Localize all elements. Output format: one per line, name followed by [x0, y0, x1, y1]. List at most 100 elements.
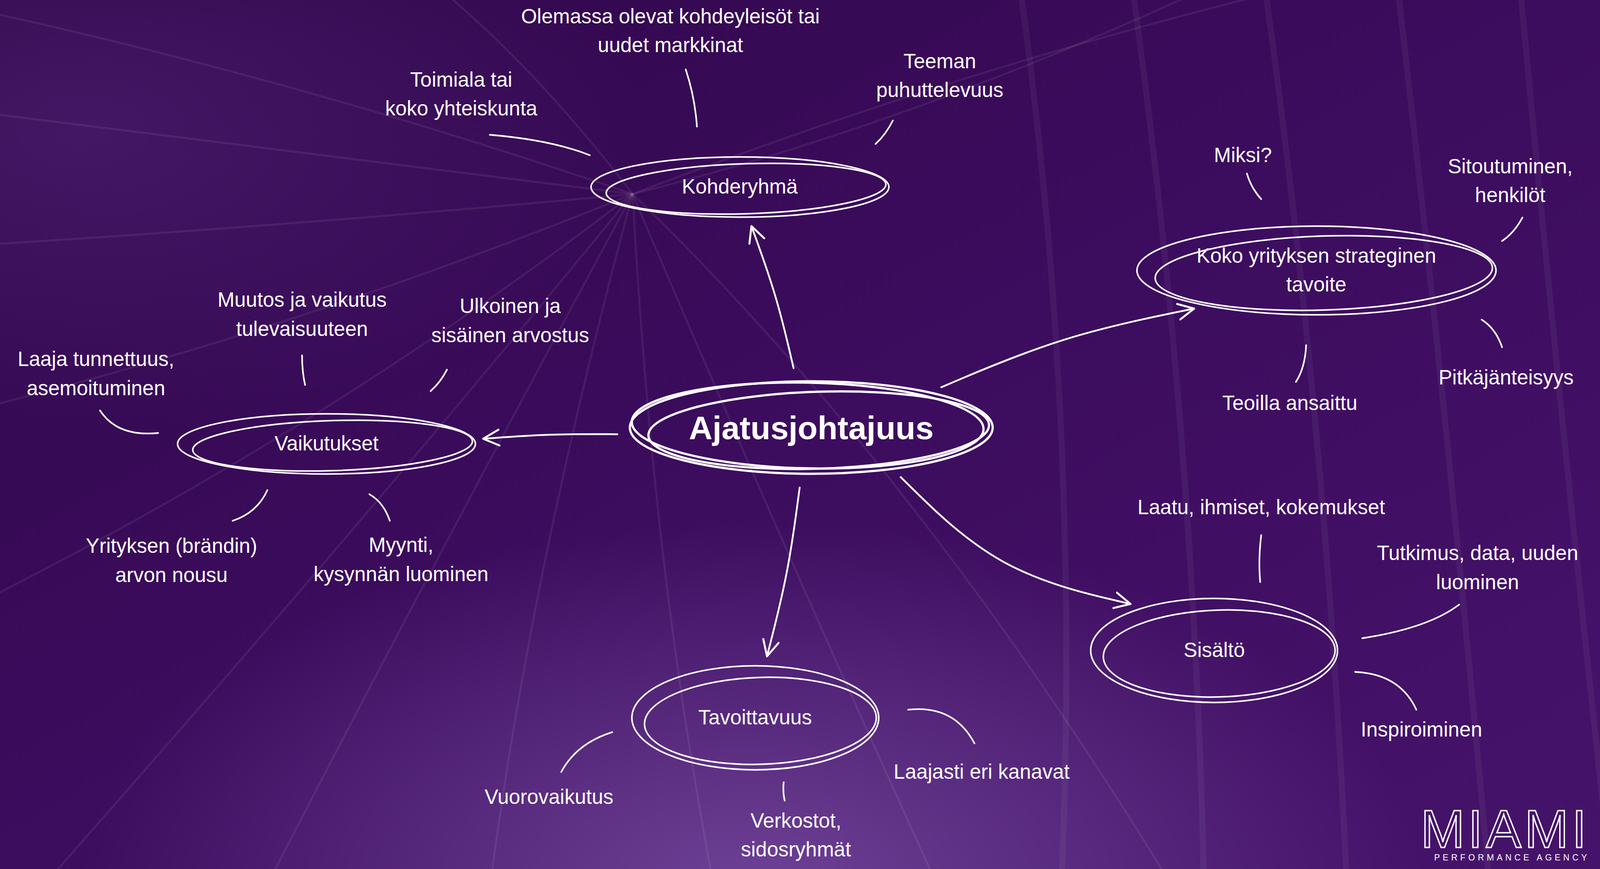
text-line: koko yhteiskunta	[385, 94, 538, 124]
topic-ellipse: Tavoittavuus	[630, 663, 881, 772]
leaf-vein	[632, 193, 1174, 869]
annotation-label: Olemassa olevat kohdeyleisöt tai uudet m…	[521, 2, 820, 61]
node-label: Kohderyhmä	[681, 172, 798, 202]
annotation-label: Laajasti eri kanavat	[893, 757, 1070, 787]
leaf-vein	[0, 193, 633, 603]
text-line: kysynnän luominen	[313, 559, 489, 590]
leader-line	[1296, 345, 1307, 383]
annotation-label: Muutos ja vaikutus tulevaisuuteen	[217, 285, 387, 344]
outline-stroke	[1102, 606, 1337, 701]
logo-tagline: PERFORMANCE AGENCY	[1433, 852, 1590, 862]
annotation-label: Yrityksen (brändin) arvon nousu	[85, 531, 258, 590]
node-body: Kohderyhmä	[681, 172, 798, 202]
outline-stroke	[1090, 597, 1338, 703]
annotation-label: Teoilla ansaittu	[1222, 388, 1358, 418]
leader-lines	[100, 69, 1523, 801]
leaf-vein	[0, 112, 633, 194]
palm-leaf-texture	[1020, 0, 1600, 869]
annotation-label: Laaja tunnettuus, asemoituminen	[17, 344, 175, 403]
topic-ellipse: Vaikutukset	[175, 412, 478, 476]
annotation-label: Inspiroiminen	[1360, 715, 1483, 745]
text-line: henkilöt	[1447, 180, 1573, 211]
text-line: tavoite	[1196, 270, 1437, 300]
leader-line	[232, 489, 268, 521]
text-line: sidosryhmät	[740, 835, 851, 865]
leader-line	[1502, 217, 1523, 241]
leader-line	[1247, 173, 1262, 200]
text-line: Laaja tunnettuus,	[17, 344, 175, 374]
text-line: sisäinen arvostus	[431, 320, 590, 351]
outline-stroke	[629, 381, 993, 474]
outline-stroke	[1153, 230, 1494, 316]
leader-line	[685, 69, 697, 127]
annotation-label: Ulkoinen ja sisäinen arvostus	[431, 291, 590, 350]
arrow-connector	[941, 308, 1195, 387]
leader-line	[100, 410, 159, 434]
annotation-label: Miksi?	[1213, 140, 1272, 171]
leaf-blade	[1265, 0, 1347, 869]
topic-ellipse: Sisältö	[1089, 596, 1340, 704]
leaf-vein	[0, 193, 633, 246]
text-line: asemoituminen	[17, 373, 175, 404]
outline-stroke	[630, 378, 985, 472]
leader-line	[1354, 671, 1416, 710]
leaf-blade	[1132, 0, 1205, 869]
outline-stroke	[1136, 226, 1496, 316]
text-line: uudet markkinat	[521, 30, 820, 61]
text-line: Verkostot,	[740, 806, 851, 836]
annotation-label: Sitoutuminen, henkilöt	[1447, 152, 1573, 211]
text-line: Tutkimus, data, uuden	[1376, 538, 1579, 568]
topic-ellipse: Kohderyhmä	[589, 155, 891, 219]
leaf-vein	[0, 193, 633, 409]
annotation-label: Tutkimus, data, uuden luominen	[1376, 538, 1579, 597]
annotation-label: Pitkäjänteisyys	[1438, 363, 1574, 393]
text-line: Koko yrityksen strateginen	[1196, 241, 1437, 271]
outline-stroke	[192, 416, 474, 475]
topic-ellipse: Koko yrityksen strateginen tavoite	[1135, 224, 1498, 317]
node-body: Vaikutukset	[274, 429, 379, 459]
arrow-connector	[900, 476, 1131, 604]
leader-line	[302, 355, 306, 385]
leaf-vein	[632, 0, 1327, 194]
ellipse-outline	[1135, 224, 1498, 317]
central-ellipse: Ajatusjohtajuus	[627, 378, 995, 476]
node-label: Koko yrityksen strateginen tavoite	[1196, 241, 1437, 300]
node-body: Sisältö	[1183, 635, 1246, 665]
annotation-label: Laatu, ihmiset, kokemukset	[1137, 492, 1385, 523]
node-label: Vaikutukset	[274, 429, 379, 459]
node-body: Tavoittavuus	[698, 703, 813, 733]
leaf-blade	[1520, 0, 1600, 869]
arrow-connector	[483, 434, 618, 439]
text-line: tulevaisuuteen	[217, 314, 387, 344]
leader-line	[1481, 319, 1502, 348]
central-title: Ajatusjohtajuus	[688, 404, 934, 451]
leader-line	[489, 134, 590, 155]
text-line: luominen	[1376, 567, 1579, 598]
text-line: Toimiala tai	[385, 65, 538, 95]
node-label: Sisältö	[1183, 635, 1246, 665]
text-line: Muutos ja vaikutus	[217, 285, 387, 315]
leaf-vein	[0, 10, 633, 194]
leader-line	[369, 494, 390, 521]
arrow-connector	[766, 487, 800, 657]
leaf-blade	[1020, 0, 1067, 869]
annotation-label: Verkostot, sidosryhmät	[740, 806, 851, 865]
connectors	[483, 226, 1195, 657]
node-label: Tavoittavuus	[698, 703, 813, 733]
outline-stroke	[631, 665, 879, 770]
text-line: Teeman	[876, 47, 1004, 77]
leader-line	[430, 369, 447, 392]
text-line: Myynti,	[313, 530, 489, 560]
text-line: Ulkoinen ja	[431, 291, 590, 321]
leader-line	[1362, 604, 1460, 638]
annotation-label: Teeman puhuttelevuus	[876, 47, 1004, 106]
leaf-vein	[40, 193, 633, 869]
leader-line	[908, 708, 975, 743]
text-line: Yrityksen (brändin)	[85, 531, 258, 561]
outline-stroke	[642, 673, 878, 768]
leaf-vein	[428, 0, 633, 194]
